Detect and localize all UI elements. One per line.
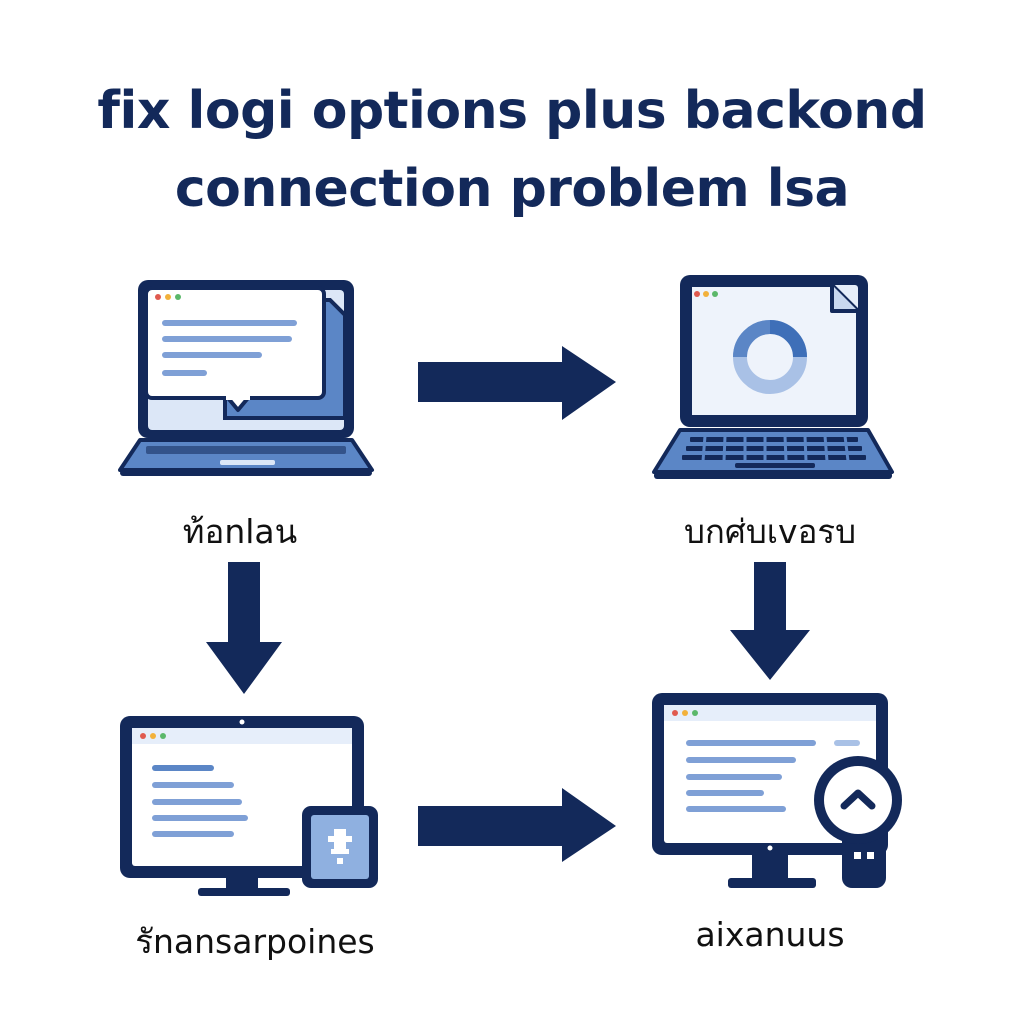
arrow-right-top (418, 346, 616, 420)
arrow-right-bottom (418, 788, 616, 862)
arrow-down-left (206, 562, 282, 694)
arrow-down-right (730, 562, 810, 680)
title-line-1: fix logi options plus backond (97, 81, 927, 141)
laptop-chat-icon (118, 280, 374, 476)
diagram-title: fix logi options plus backond connection… (0, 72, 1024, 228)
title-line-2: connection problem lsa (174, 159, 850, 219)
step-label-4: aixanuus (695, 915, 845, 954)
step-label-3: รัnansarpoines (135, 922, 375, 961)
step-label-1: ท้อnlaน (182, 512, 298, 551)
desktop-tablet-icon (120, 716, 378, 896)
laptop-loading-icon (652, 275, 894, 479)
step-label-2: บกศ่บเvอรบ (683, 512, 857, 551)
desktop-usb-check-icon (652, 693, 902, 888)
